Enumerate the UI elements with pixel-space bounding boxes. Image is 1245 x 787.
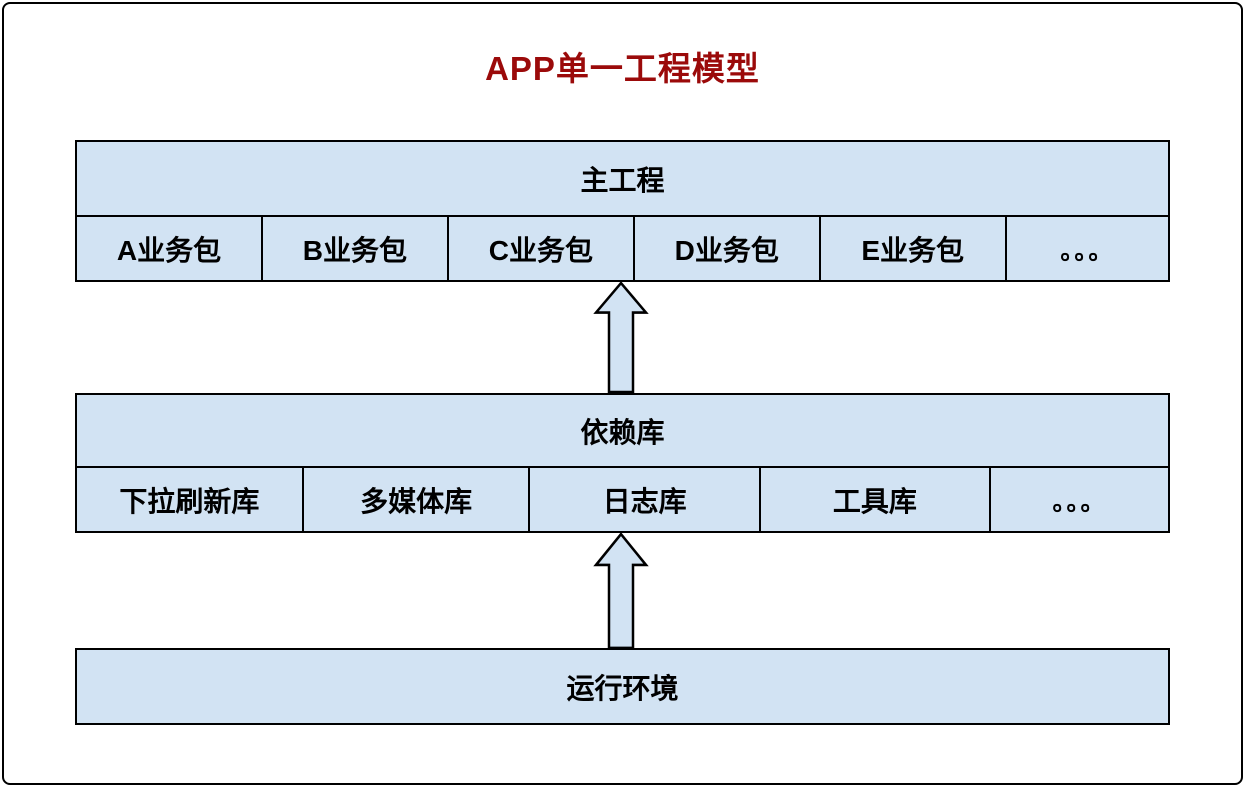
cell-logging-lib: 日志库 [530,468,761,531]
dependency-libs-header: 依赖库 [77,395,1168,468]
cell-business-package-e: E业务包 [821,217,1007,280]
cell-business-package-c: C业务包 [449,217,635,280]
up-block-arrow-icon [593,281,649,393]
cell-pull-refresh-lib: 下拉刷新库 [77,468,304,531]
dependency-libs-box: 依赖库 下拉刷新库 多媒体库 日志库 工具库 。。。 [75,393,1170,533]
cell-business-package-a: A业务包 [77,217,263,280]
runtime-environment-box: 运行环境 [75,648,1170,725]
cell-multimedia-lib: 多媒体库 [304,468,531,531]
main-project-cells-row: A业务包 B业务包 C业务包 D业务包 E业务包 。。。 [77,217,1168,280]
cell-utility-lib: 工具库 [761,468,992,531]
runtime-environment-label: 运行环境 [566,672,679,704]
dependency-libs-cells-row: 下拉刷新库 多媒体库 日志库 工具库 。。。 [77,468,1168,531]
cell-more-packages-ellipsis: 。。。 [1060,238,1115,265]
main-project-box: 主工程 A业务包 B业务包 C业务包 D业务包 E业务包 。。。 [75,140,1170,282]
diagram-title: APP单一工程模型 [485,50,760,87]
up-block-arrow-icon [593,532,649,649]
main-project-header: 主工程 [77,142,1168,217]
cell-business-package-b: B业务包 [263,217,449,280]
cell-more-libs-ellipsis: 。。。 [1052,489,1107,516]
cell-business-package-d: D业务包 [635,217,821,280]
